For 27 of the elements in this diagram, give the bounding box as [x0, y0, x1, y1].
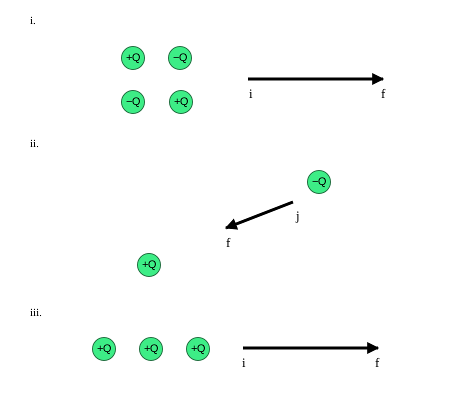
part-label: i.	[30, 14, 36, 28]
charge-circle	[92, 337, 116, 361]
position-label: i	[242, 356, 246, 370]
charge-label: −Q	[312, 176, 326, 188]
charge-circle	[139, 337, 163, 361]
position-label: i	[249, 87, 253, 101]
charge-label: +Q	[174, 96, 188, 108]
charge-label: +Q	[142, 259, 156, 271]
charge-label: +Q	[191, 343, 205, 355]
position-label: f	[375, 356, 380, 370]
position-label: j	[296, 209, 300, 223]
charge-circle	[307, 170, 331, 194]
position-label: f	[226, 236, 230, 250]
charge-circle	[137, 253, 161, 277]
position-label: f	[381, 87, 386, 101]
charge-circle	[169, 90, 193, 114]
part-label: ii.	[30, 137, 39, 151]
part-label: iii.	[30, 306, 42, 320]
charge-circle	[168, 46, 192, 70]
charge-circle	[186, 337, 210, 361]
charge-label: −Q	[126, 96, 140, 108]
charge-label: −Q	[173, 52, 187, 64]
charge-circle	[121, 46, 145, 70]
charge-label: +Q	[126, 52, 140, 64]
charge-label: +Q	[97, 343, 111, 355]
charge-circle	[121, 90, 145, 114]
charge-label: +Q	[144, 343, 158, 355]
